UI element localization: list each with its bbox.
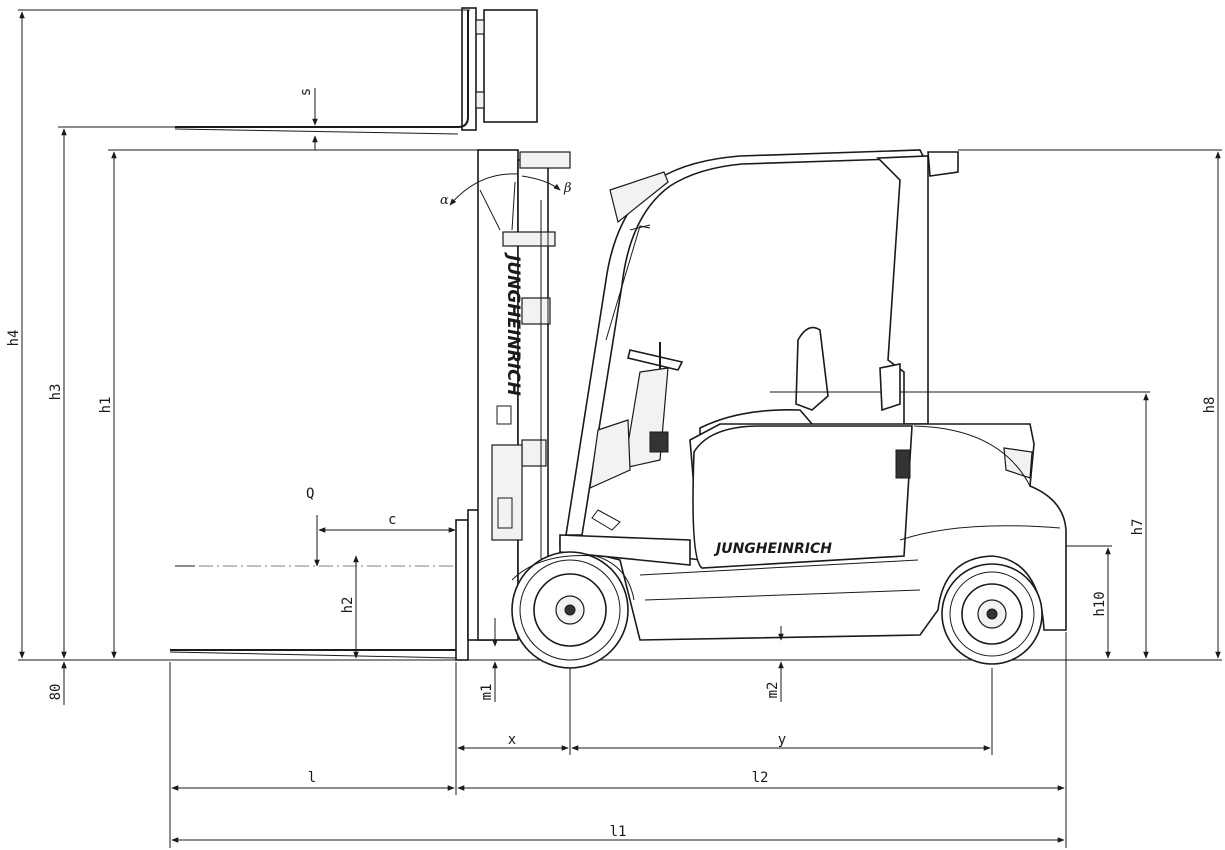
h8-label: h8 — [1202, 397, 1218, 414]
h2-label: h2 — [340, 597, 356, 614]
horizontal-dimensions — [169, 632, 1067, 848]
h1-label: h1 — [98, 397, 114, 414]
l1-label: l1 — [610, 824, 627, 840]
vertical-dimensions-left — [18, 9, 480, 705]
overhead-guard — [565, 149, 959, 536]
mast-brand-label: JUNGHEINRICH — [503, 252, 523, 396]
counterweight-brand-label: JUNGHEINRICH — [713, 541, 832, 557]
c-label: c — [388, 512, 396, 528]
ground-clearance-label: 80 — [48, 684, 64, 701]
h3-label: h3 — [48, 384, 64, 401]
raised-fork-carriage — [174, 7, 538, 135]
lowered-forks — [169, 509, 491, 661]
chassis — [559, 423, 1067, 641]
beta-label: β — [563, 181, 572, 196]
vertical-dimensions-right — [912, 149, 1222, 659]
alpha-label: α — [440, 193, 449, 208]
l-label: l — [308, 770, 316, 786]
s-label: s — [298, 88, 314, 96]
rear-wheel — [941, 563, 1043, 665]
h7-label: h7 — [1130, 519, 1146, 536]
load-centre-dimension — [314, 515, 456, 567]
m2-label: m2 — [765, 682, 781, 699]
y-label: y — [778, 732, 786, 748]
tilt-angle-indicator — [449, 173, 561, 231]
mast — [477, 149, 571, 641]
h4-label: h4 — [6, 330, 22, 347]
front-wheel — [511, 551, 635, 669]
x-label: x — [508, 732, 516, 748]
m1-label: m1 — [479, 684, 495, 701]
l2-label: l2 — [752, 770, 769, 786]
q-label: Q — [306, 486, 314, 502]
ground-clearance-dimensions — [492, 618, 784, 702]
h10-label: h10 — [1092, 591, 1108, 616]
